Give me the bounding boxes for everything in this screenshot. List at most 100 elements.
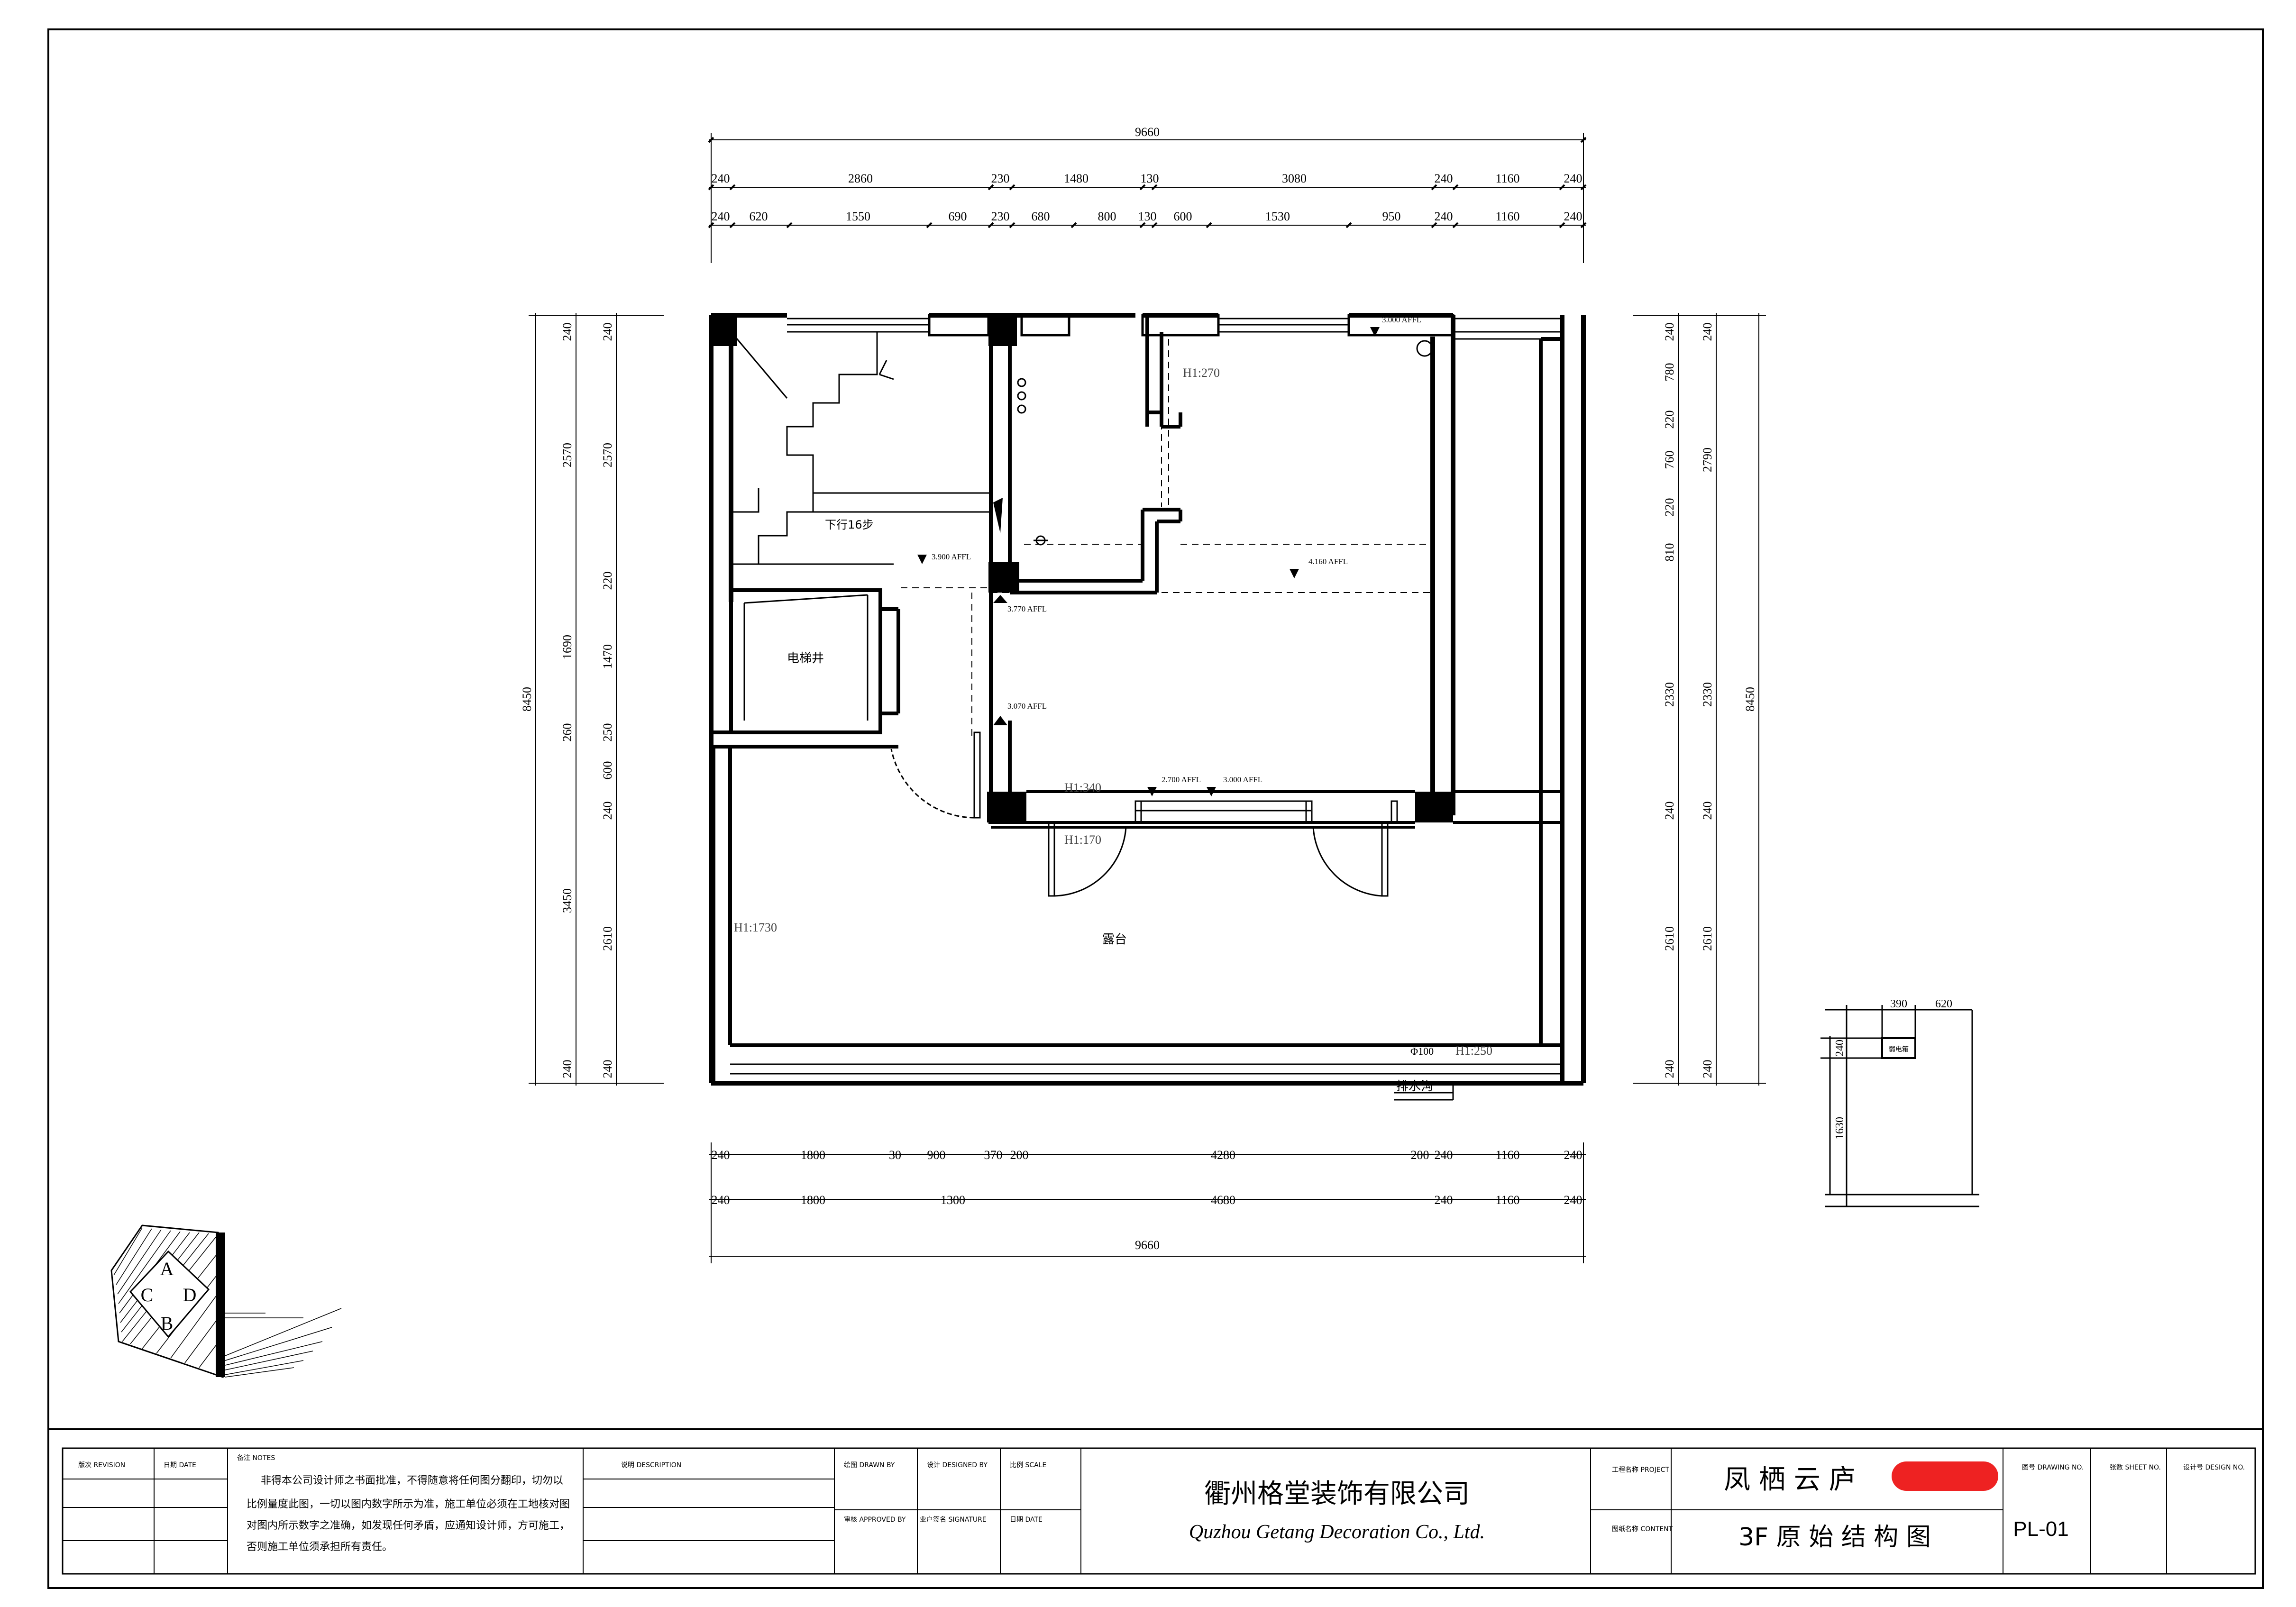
detail-dim-620: 620 — [1935, 998, 1952, 1010]
dim-ro-a: 240 — [1701, 323, 1714, 341]
terrace-walls — [712, 337, 1562, 1083]
detail-box — [1820, 1005, 1979, 1207]
dim-ro-e: 2610 — [1701, 926, 1714, 951]
sheet-border — [47, 28, 2264, 1589]
redaction-mark — [1892, 1461, 1998, 1491]
level-3000-a: 3.000 AFFL — [1382, 315, 1421, 324]
dim-top2-i: 600 — [1174, 210, 1192, 223]
label-h270: H1:270 — [1183, 366, 1220, 380]
logo-letter-c: C — [141, 1284, 154, 1306]
company-name-cn: 衢州格堂装饰有限公司 — [1204, 1479, 1470, 1509]
elevator-inner — [743, 594, 869, 721]
terrace-edge — [730, 1063, 1562, 1075]
dim-ri-d: 760 — [1663, 451, 1676, 469]
label-terrace: 露台 — [1102, 932, 1127, 947]
dim-ri-j: 240 — [1663, 1060, 1676, 1078]
columns — [711, 315, 1453, 822]
bottom-dimension-texts: 240 1800 30 900 370 200 4280 200 240 116… — [712, 1148, 1583, 1252]
label-h1730: H1:1730 — [734, 921, 777, 934]
detail-dim-1630: 1630 — [1834, 1117, 1846, 1140]
dim-top1-e: 130 — [1141, 172, 1159, 185]
dim-bot2-b: 1800 — [801, 1193, 825, 1207]
label-stair: 下行16步 — [825, 518, 874, 531]
dim-top1-g: 240 — [1435, 172, 1453, 185]
dim-lo-f: 240 — [560, 1060, 574, 1078]
dim-ri-i: 2610 — [1663, 926, 1676, 951]
detail-texts: 390 620 240 1630 弱电箱 — [1834, 998, 1952, 1140]
approved-by-label: 审核 APPROVED BY — [844, 1516, 906, 1524]
company-logo — [110, 1224, 342, 1379]
label-elevator: 电梯井 — [787, 651, 824, 666]
dim-li-f: 600 — [601, 761, 614, 780]
right-dimension-texts: 240 780 220 760 220 810 2330 240 2610 24… — [1663, 323, 1757, 1078]
dim-bot1-i: 240 — [1435, 1148, 1453, 1162]
dim-bot1-g: 4280 — [1211, 1148, 1235, 1162]
scale-label: 比例 SCALE — [1010, 1461, 1046, 1469]
label-drain: 排水沟 — [1396, 1079, 1433, 1094]
dim-ri-e: 220 — [1663, 498, 1676, 517]
company-name-en: Quzhou Getang Decoration Co., Ltd. — [1189, 1521, 1485, 1543]
project-label: 工程名称 PROJECT — [1612, 1466, 1669, 1474]
dim-bot2-c: 1300 — [941, 1193, 965, 1207]
notes-text: 非得本公司设计师之书面批准，不得随意将任何图分翻印，切勿以 比例量度此图，一切以… — [247, 1475, 570, 1553]
dim-left-total: 8450 — [520, 687, 534, 712]
dim-top2-g: 800 — [1098, 210, 1116, 223]
dim-li-b: 2570 — [601, 443, 614, 467]
sheet-no-label: 张数 SHEET NO. — [2110, 1464, 2161, 1471]
detail-dim-390: 390 — [1890, 998, 1907, 1010]
dim-ri-f: 810 — [1663, 543, 1676, 562]
dim-top1-i: 240 — [1564, 172, 1583, 185]
dim-top2-n: 240 — [1564, 210, 1583, 223]
dim-top2-b: 620 — [750, 210, 768, 223]
dim-li-h: 2610 — [601, 926, 614, 951]
rev-label: 版次 REVISION — [78, 1461, 125, 1469]
dim-li-e: 250 — [601, 723, 614, 742]
dim-top-total: 9660 — [1135, 125, 1160, 139]
level-markers — [917, 327, 1380, 796]
plan-labels: 下行16步 电梯井 露台 排水沟 Φ100 H1:270 H1:340 H1:1… — [734, 315, 1492, 1094]
notes-line-2: 比例量度此图，一切以图内数字所示为准，施工单位必须在工地核对图 — [247, 1498, 570, 1510]
dim-bot1-e: 370 — [984, 1148, 1003, 1162]
floor-plan — [709, 313, 1586, 1101]
label-h170: H1:170 — [1064, 833, 1101, 847]
dim-lo-d: 260 — [560, 723, 574, 742]
dim-top2-e: 230 — [991, 210, 1010, 223]
label-h340: H1:340 — [1064, 781, 1101, 794]
level-3070: 3.070 AFFL — [1007, 702, 1047, 711]
drawn-by-label: 绘图 DRAWN BY — [844, 1461, 895, 1469]
level-4160: 4.160 AFFL — [1308, 557, 1348, 566]
title-block — [47, 1428, 2264, 1589]
dim-bot2-a: 240 — [712, 1193, 730, 1207]
logo-letter-b: B — [161, 1313, 174, 1334]
dim-top1-a: 240 — [712, 172, 730, 185]
dim-lo-e: 3450 — [560, 888, 574, 913]
drawing-title: 3F 原 始 结 构 图 — [1738, 1523, 1931, 1552]
detail-dim-240: 240 — [1834, 1040, 1846, 1057]
dim-ro-f: 240 — [1701, 1060, 1714, 1078]
dim-top2-f: 680 — [1032, 210, 1050, 223]
label-h250: H1:250 — [1455, 1044, 1492, 1058]
drawing-no-label: 图号 DRAWING NO. — [2022, 1464, 2084, 1471]
stair-arrow-icon — [993, 498, 1003, 533]
dim-top1-d: 1480 — [1064, 172, 1089, 185]
dim-li-d: 1470 — [601, 644, 614, 669]
designed-by-label: 设计 DESIGNED BY — [927, 1461, 988, 1469]
dim-ro-c: 2330 — [1701, 682, 1714, 707]
dim-li-i: 240 — [601, 1060, 614, 1078]
dim-lo-a: 240 — [560, 323, 574, 341]
stairs — [730, 331, 991, 565]
dimension-lines — [529, 133, 1766, 1263]
drain — [1394, 1083, 1454, 1101]
notes-line-1: 非得本公司设计师之书面批准，不得随意将任何图分翻印，切勿以 — [261, 1475, 563, 1487]
dim-bot2-d: 4680 — [1211, 1193, 1235, 1207]
content-label: 图纸名称 CONTENT — [1612, 1525, 1673, 1533]
description-label: 说明 DESCRIPTION — [621, 1461, 681, 1469]
left-dimension-texts: 8450 240 2570 1690 260 3450 240 240 2570… — [520, 323, 614, 1078]
dim-li-c: 220 — [601, 572, 614, 590]
dim-ri-h: 240 — [1663, 802, 1676, 820]
dashed-lines — [901, 332, 1433, 740]
title-block-small-labels: 版次 REVISION 日期 DATE 备注 NOTES 说明 DESCRIPT… — [78, 1454, 2245, 1533]
dim-bot2-f: 1160 — [1495, 1193, 1519, 1207]
dim-bot1-j: 1160 — [1495, 1148, 1519, 1162]
